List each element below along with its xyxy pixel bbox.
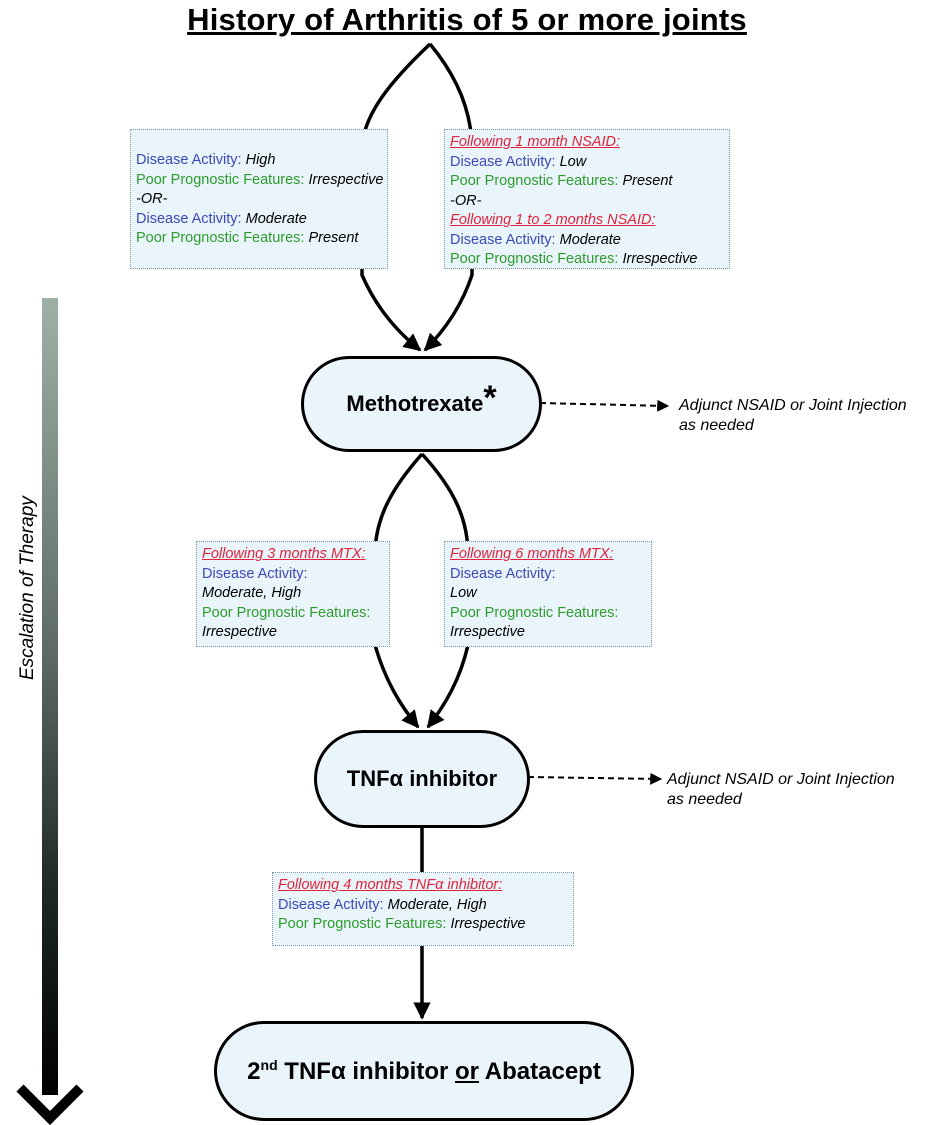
criteria-line: Disease Activity: (202, 565, 308, 582)
criteria-line: Disease Activity: High (136, 152, 276, 168)
criteria-line: Poor Prognostic Features: (450, 604, 619, 621)
criteria-box-top-right: Following 1 month NSAID: Disease Activit… (444, 129, 730, 269)
criteria-separator: -OR- (136, 191, 168, 207)
criteria-header: Following 3 months MTX: (202, 546, 366, 562)
node-tnf-label: TNFα inhibitor (346, 766, 498, 791)
criteria-value: Irrespective (450, 624, 525, 640)
adjunct-note-2: Adjunct NSAID or Joint Injection as need… (667, 771, 895, 808)
criteria-line: Poor Prognostic Features: (202, 604, 371, 621)
criteria-line: Disease Activity: Moderate (450, 231, 621, 248)
criteria-line: Poor Prognostic Features: Present (450, 173, 673, 189)
criteria-line: Disease Activity: (450, 565, 556, 582)
criteria-value: Irrespective (202, 624, 277, 640)
criteria-header: Following 1 to 2 months NSAID: (450, 212, 656, 228)
criteria-line: Disease Activity: Moderate (136, 210, 307, 227)
adjunct-arrow-1 (539, 399, 670, 412)
adjunct-note-1: Adjunct NSAID or Joint Injection as need… (679, 397, 907, 434)
criteria-header: Following 4 months TNFα inhibitor: (278, 877, 503, 893)
criteria-box-top-left: Disease Activity: High Poor Prognostic F… (130, 129, 388, 269)
criteria-value: Low (450, 585, 477, 601)
criteria-line: Disease Activity: Moderate, High (278, 896, 487, 913)
adjunct-arrow-2 (527, 772, 663, 785)
criteria-box-bottom: Following 4 months TNFα inhibitor: Disea… (272, 872, 574, 946)
criteria-separator: -OR- (450, 192, 482, 209)
criteria-line: Poor Prognostic Features: Irrespective (450, 251, 698, 267)
criteria-box-mid-right: Following 6 months MTX: Disease Activity… (444, 541, 652, 647)
node-methotrexate: Methotrexate* (301, 356, 542, 452)
node-final-label: 2nd TNFα inhibitor or Abatacept (247, 1056, 601, 1085)
criteria-header: Following 1 month NSAID: (450, 134, 621, 150)
escalation-arrowhead (16, 1084, 84, 1125)
criteria-value: Moderate, High (202, 585, 302, 601)
node-final-therapy: 2nd TNFα inhibitor or Abatacept (214, 1021, 634, 1121)
criteria-line: Poor Prognostic Features: Irrespective (136, 171, 384, 188)
asterisk-mark: * (483, 378, 497, 417)
criteria-line: Poor Prognostic Features: Present (136, 230, 359, 246)
diagram-title: History of Arthritis of 5 or more joints (187, 2, 747, 37)
criteria-header: Following 6 months MTX: (450, 546, 614, 562)
escalation-bar (42, 298, 58, 1095)
criteria-line: Poor Prognostic Features: Irrespective (278, 916, 526, 932)
criteria-line: Disease Activity: Low (450, 153, 587, 170)
criteria-box-mid-left: Following 3 months MTX: Disease Activity… (196, 541, 390, 647)
node-methotrexate-label: Methotrexate (346, 391, 484, 416)
node-tnf-inhibitor: TNFα inhibitor (314, 730, 530, 828)
